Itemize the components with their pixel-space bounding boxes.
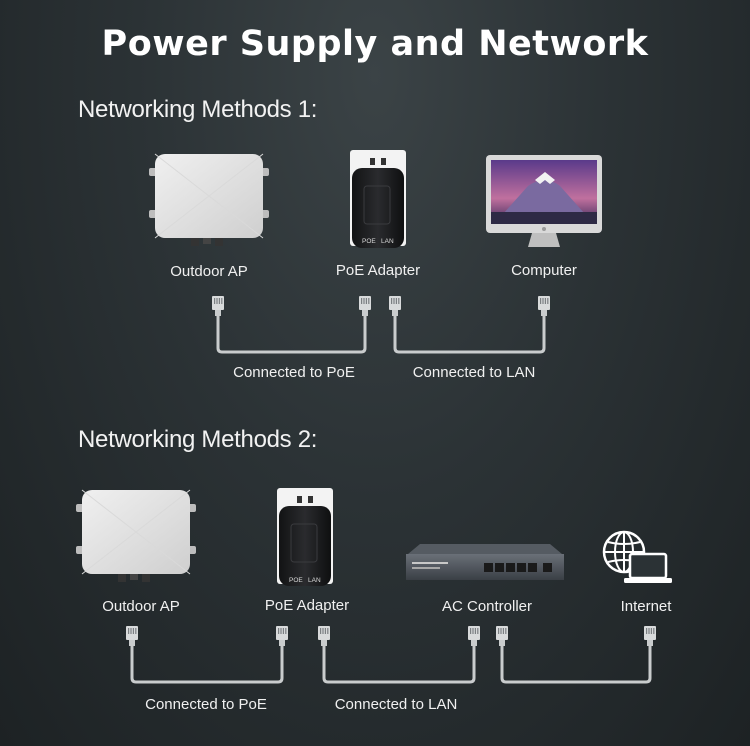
method2-outdoor-ap-icon xyxy=(75,489,197,583)
method1-lan-port-label: LAN xyxy=(381,238,394,245)
method2-outdoor-ap-label: Outdoor AP xyxy=(102,598,180,615)
method2-heading: Networking Methods 2: xyxy=(78,426,318,453)
ac-controller-icon xyxy=(406,544,564,580)
method2-connected-to-lan-label: Connected to LAN xyxy=(334,696,458,713)
method2-cable-poe-ac xyxy=(318,626,480,684)
method1-outdoor-ap-icon xyxy=(148,153,270,247)
method2-lan-port-label: LAN xyxy=(308,577,321,584)
method2-cable-ac-internet xyxy=(496,626,656,684)
method2-connected-to-poe-label: Connected to PoE xyxy=(145,696,267,713)
method1-computer-icon xyxy=(486,155,602,247)
internet-globe-icon xyxy=(602,530,674,585)
ac-controller-label: AC Controller xyxy=(441,598,533,615)
method1-poe-adapter-label: PoE Adapter xyxy=(335,262,421,279)
method1-heading: Networking Methods 1: xyxy=(78,96,318,123)
method1-computer-label: Computer xyxy=(511,262,577,279)
method1-connected-to-poe-label: Connected to PoE xyxy=(233,364,355,381)
method2-poe-port-label: POE xyxy=(289,577,303,584)
method2-cable-ap-poe xyxy=(126,626,288,684)
method1-cable-poe-computer xyxy=(389,296,550,354)
method2-poe-adapter-icon xyxy=(276,487,334,587)
method1-connected-to-lan-label: Connected to LAN xyxy=(412,364,536,381)
page-title: Power Supply and Network xyxy=(101,24,649,64)
method1-poe-adapter-icon xyxy=(349,149,407,249)
method2-poe-adapter-label: PoE Adapter xyxy=(264,597,350,614)
method1-poe-port-label: POE xyxy=(362,238,376,245)
internet-label: Internet xyxy=(620,598,672,615)
method1-outdoor-ap-label: Outdoor AP xyxy=(170,263,248,280)
method1-cable-ap-poe xyxy=(212,296,371,354)
